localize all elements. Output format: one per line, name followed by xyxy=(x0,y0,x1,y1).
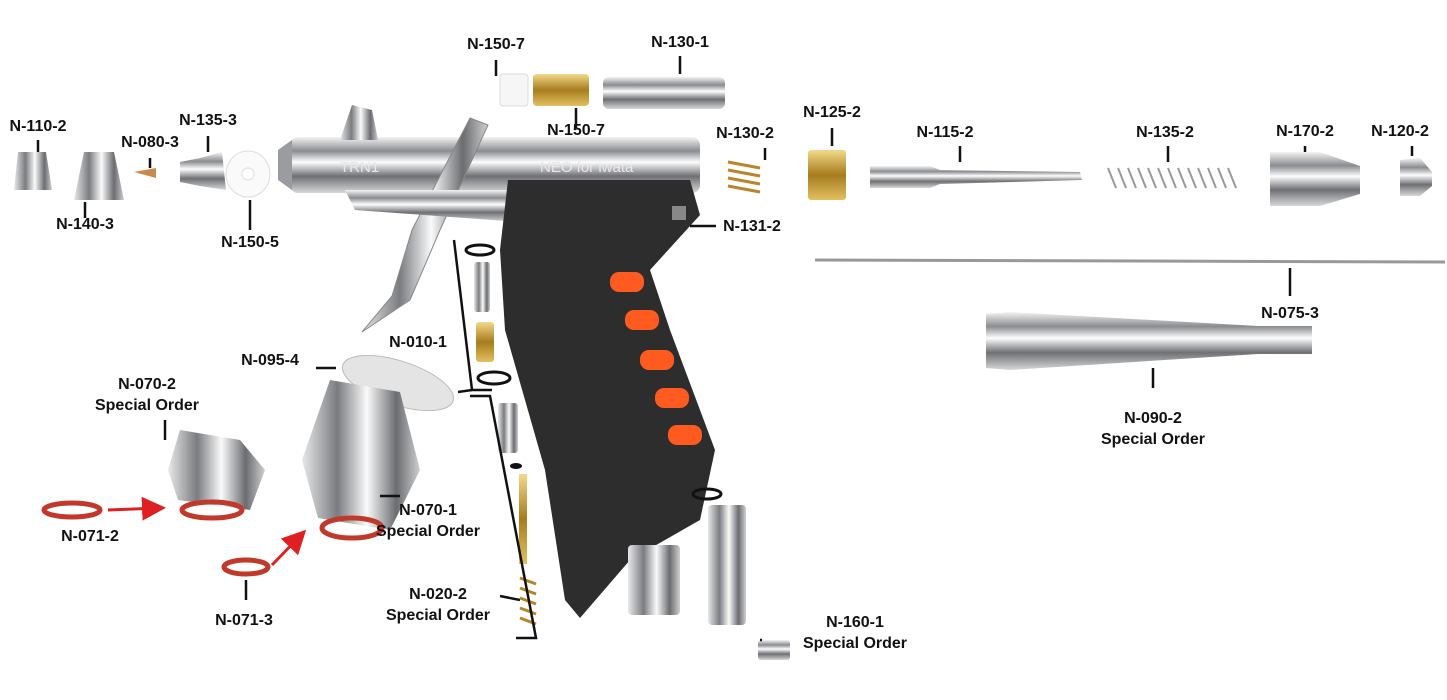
part-n-150-7-seal xyxy=(499,73,529,107)
label-n-140-3: N-140-3 xyxy=(56,216,114,233)
part-code: N-090-2 xyxy=(1124,410,1182,427)
label-n-095-4: N-095-4 xyxy=(241,352,299,369)
label-n-131-2: N-131-2 xyxy=(723,218,781,235)
special-order-note: Special Order xyxy=(375,523,481,540)
trigger xyxy=(361,117,489,333)
part-n-140-3 xyxy=(74,152,124,200)
part-n-130-1 xyxy=(603,77,725,109)
label-n-150-7: N-150-7 xyxy=(547,122,605,139)
label-n-135-3: N-135-3 xyxy=(179,112,237,129)
label-n-071-2: N-071-2 xyxy=(61,528,119,545)
part-n-070-1 xyxy=(302,380,420,530)
grip xyxy=(500,180,715,618)
part-n-071-2 xyxy=(41,500,103,520)
label-n-010-1: N-010-1 xyxy=(389,334,447,351)
part-n-120-2 xyxy=(1400,158,1432,196)
part-n-080-3 xyxy=(134,168,156,178)
part-code: N-070-2 xyxy=(118,376,176,393)
part-n-135-3 xyxy=(180,152,226,190)
part-n-160-1-group xyxy=(691,487,790,660)
label-n-115-2: N-115-2 xyxy=(916,124,974,141)
part-n-115-2 xyxy=(870,166,1082,188)
part-code: N-020-2 xyxy=(409,586,467,603)
special-order-note: Special Order xyxy=(94,397,200,414)
part-n-170-2 xyxy=(1270,152,1360,206)
label-n-135-2: N-135-2 xyxy=(1136,124,1194,141)
part-n-071-3 xyxy=(221,557,271,577)
part-n-075-3-needle xyxy=(814,258,1446,264)
special-order-note: Special Order xyxy=(385,607,491,624)
label-n-071-3: N-071-3 xyxy=(215,612,273,629)
label-n-125-2: N-125-2 xyxy=(803,104,861,121)
part-n-130-2 xyxy=(727,160,761,194)
airbrush-body xyxy=(290,137,700,193)
part-n-090-2 xyxy=(986,312,1312,370)
label-n-110-2: N-110-2 xyxy=(9,118,67,135)
label-n-130-1: N-130-1 xyxy=(651,34,709,51)
label-n-120-2: N-120-2 xyxy=(1371,123,1429,140)
label-n-150-5: N-150-5 xyxy=(221,234,279,251)
part-n-131-2 xyxy=(672,206,686,220)
part-n-070-2 xyxy=(168,430,265,510)
air-fitting xyxy=(628,545,680,615)
paint-cup-mount xyxy=(340,105,378,140)
part-n-150-7-brass xyxy=(533,74,589,106)
body-lower xyxy=(345,190,520,222)
part-code: N-070-1 xyxy=(399,502,457,519)
special-order-note: Special Order xyxy=(1100,431,1206,448)
part-n-125-2 xyxy=(808,150,846,200)
label-n-080-3: N-080-3 xyxy=(121,134,179,151)
brand-marking: NEO for iwata xyxy=(540,159,634,176)
part-n-110-2 xyxy=(14,152,52,190)
part-n-020-2-group xyxy=(498,403,537,626)
leader-lines xyxy=(36,56,1414,642)
special-order-note: Special Order xyxy=(802,635,908,652)
part-n-010-1-group xyxy=(464,243,512,386)
label-n-150-7-top: N-150-7 xyxy=(467,36,525,53)
part-n-135-2 xyxy=(1107,167,1237,189)
model-marking: TRN1 xyxy=(340,159,379,176)
label-n-075-3: N-075-3 xyxy=(1261,305,1319,322)
arrow-n-071-2 xyxy=(107,496,166,521)
part-code: N-160-1 xyxy=(826,614,884,631)
label-n-130-2: N-130-2 xyxy=(716,125,774,142)
grip-accents xyxy=(610,272,702,445)
arrow-n-071-3 xyxy=(270,529,307,567)
label-n-170-2: N-170-2 xyxy=(1276,123,1334,140)
